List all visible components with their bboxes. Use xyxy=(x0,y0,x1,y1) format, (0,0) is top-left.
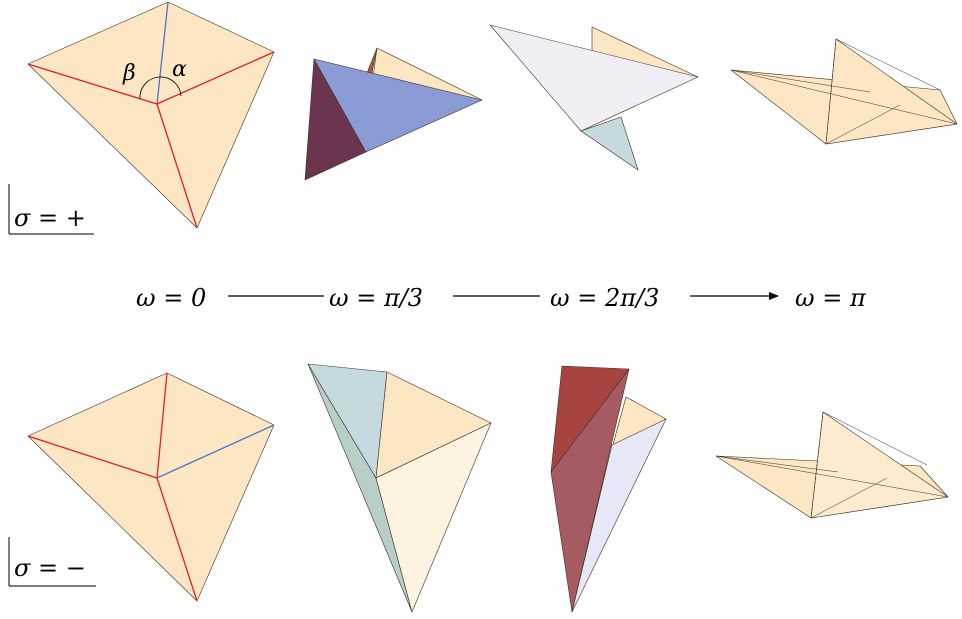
crease-red-top xyxy=(156,372,168,479)
crease-red-right xyxy=(156,51,275,105)
bottom-fold-state-4 xyxy=(715,411,949,519)
top-fold-state-2 xyxy=(304,47,483,181)
top-fold-state-4 xyxy=(730,38,958,145)
angle-alpha-label: α xyxy=(172,57,187,82)
top-fold-state-3 xyxy=(489,24,699,171)
crease-red-left xyxy=(27,63,158,105)
svg-text:σ = +: σ = + xyxy=(14,204,86,232)
crease-red-bottom xyxy=(156,103,198,229)
bottom-fold-state-2 xyxy=(307,363,492,613)
bottom-fold-state-3 xyxy=(550,365,667,613)
crease-red-bottom-b xyxy=(156,477,198,602)
omega-label-0: ω = 0 xyxy=(136,284,206,312)
omega-label-3: ω = π xyxy=(795,284,867,312)
crease-red-left-b xyxy=(27,435,158,479)
omega-label-2: ω = 2π/3 xyxy=(550,284,659,312)
angle-beta-label: β xyxy=(122,61,136,86)
sigma-plus-label: σ = + xyxy=(8,184,94,235)
omega-label-1: ω = π/3 xyxy=(329,284,423,312)
svg-text:σ = −: σ = − xyxy=(14,554,86,582)
crease-blue-right xyxy=(156,424,275,479)
crease-blue-top xyxy=(156,1,169,105)
angle-arc xyxy=(139,76,182,100)
top-flat-crease-pattern: β α xyxy=(27,1,275,229)
sigma-minus-label: σ = − xyxy=(8,537,96,587)
omega-progression: ω = 0 ω = π/3 ω = 2π/3 ω = π xyxy=(136,284,867,312)
bottom-flat-crease-pattern xyxy=(27,372,275,602)
